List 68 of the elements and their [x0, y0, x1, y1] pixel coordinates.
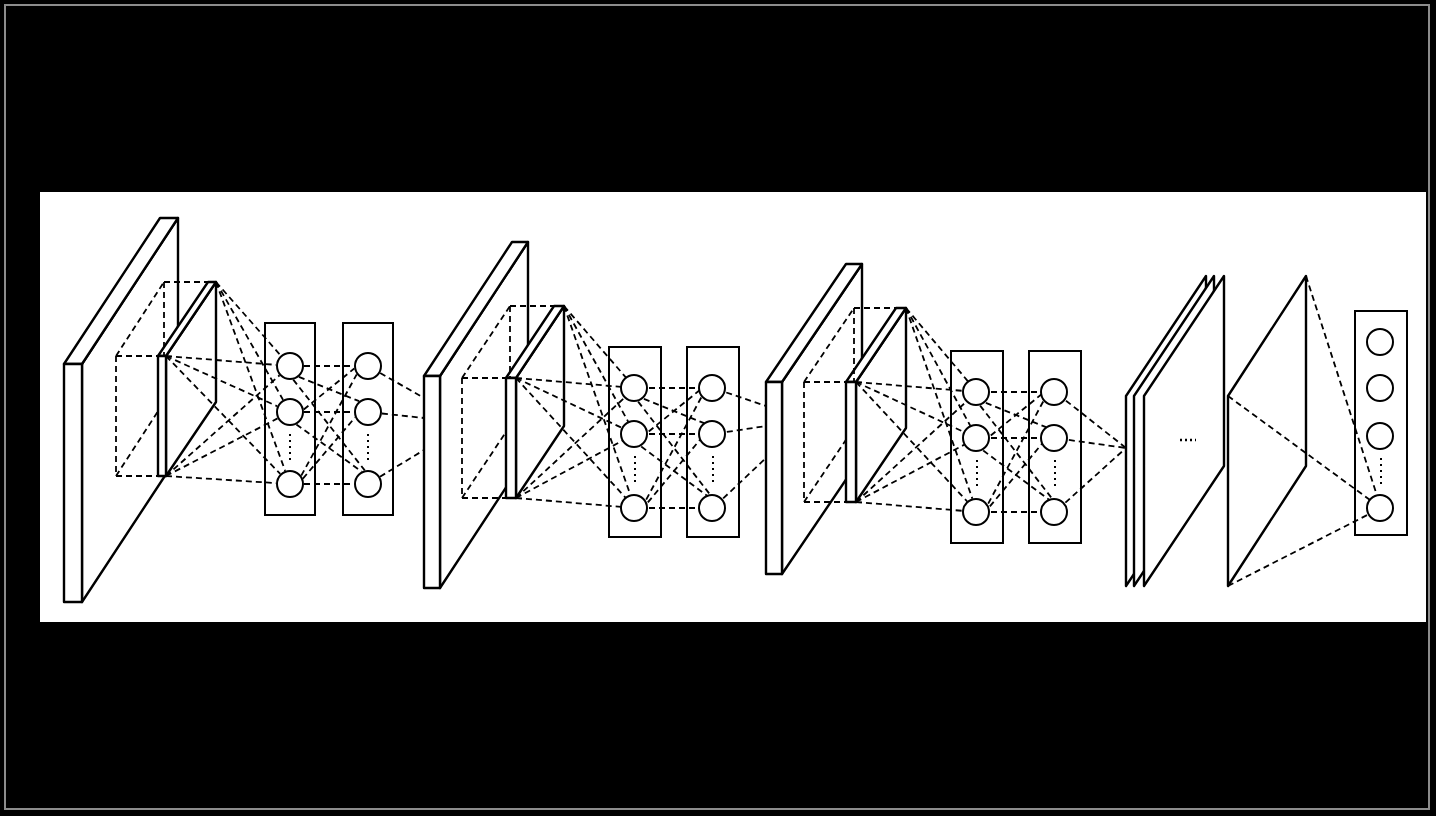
connection-line — [1064, 447, 1127, 504]
connection-line — [302, 367, 356, 411]
connection-line — [515, 396, 626, 499]
neuron-layer-box — [342, 322, 394, 516]
connection-line — [1227, 395, 1371, 501]
connection-line — [563, 305, 632, 496]
connection-line — [905, 307, 974, 500]
connection-line — [855, 381, 966, 433]
connection-line — [855, 501, 964, 512]
connection-line — [515, 377, 627, 499]
connection-line — [515, 377, 624, 429]
connection-line — [1065, 399, 1127, 449]
neuron-layer-box — [264, 322, 316, 516]
connection-line — [985, 401, 1047, 429]
connection-line — [1305, 275, 1378, 496]
connection-line — [990, 391, 1042, 393]
connection-line — [303, 365, 355, 367]
neuron-layer-box — [950, 350, 1004, 544]
connection-line — [722, 457, 767, 500]
connection-line — [379, 449, 425, 478]
connection-line — [645, 395, 703, 501]
connection-line — [165, 475, 277, 484]
connection-line — [381, 412, 425, 419]
connection-line — [303, 411, 355, 413]
feature-map-slab — [62, 216, 180, 604]
connection-line — [637, 400, 711, 496]
connection-line — [165, 355, 277, 366]
connection-line — [855, 381, 964, 392]
connection-line — [379, 372, 425, 399]
neuron-layer-box — [686, 346, 740, 538]
connection-line — [989, 393, 1043, 437]
connection-line — [215, 281, 282, 357]
connection-line — [1227, 513, 1370, 587]
connection-line — [515, 439, 624, 499]
connection-line — [298, 375, 360, 403]
connection-line — [855, 381, 969, 503]
connection-line — [165, 355, 279, 408]
feature-map-slab — [156, 280, 218, 478]
connection-line — [215, 281, 284, 401]
feature-map-plane — [1226, 274, 1308, 588]
neuron-layer-box — [1028, 350, 1082, 544]
connection-line — [165, 374, 281, 477]
neuron-layer-box — [608, 346, 662, 538]
connection-line — [303, 483, 355, 485]
connection-line — [1067, 439, 1127, 449]
connection-line — [648, 507, 700, 509]
connection-line — [648, 387, 700, 389]
connection-line — [725, 391, 767, 407]
feature-map-slab — [504, 304, 566, 500]
connection-line — [165, 355, 282, 475]
connection-line — [515, 377, 622, 388]
feature-map-slab — [844, 306, 908, 504]
connection-line — [855, 443, 966, 503]
connection-line — [165, 417, 279, 477]
connection-line — [515, 497, 622, 508]
connection-line — [855, 400, 968, 503]
connection-line — [643, 397, 705, 425]
connection-line — [905, 307, 972, 427]
connection-line — [563, 305, 630, 423]
connection-line — [647, 389, 701, 433]
connection-line — [990, 511, 1042, 513]
connection-line — [563, 305, 627, 379]
connection-line — [215, 281, 287, 472]
connection-line — [990, 437, 1042, 439]
connection-line — [905, 307, 969, 383]
connection-line — [648, 433, 700, 435]
neuron-layer-box — [1354, 310, 1408, 536]
connection-line — [725, 425, 767, 433]
